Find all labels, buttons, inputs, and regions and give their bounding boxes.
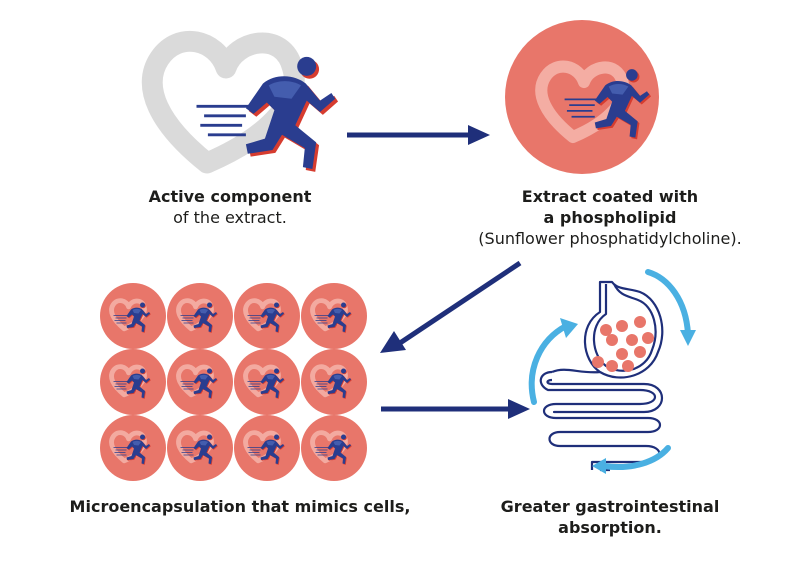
capsule-particle	[626, 334, 638, 346]
caption-active-component: Active component of the extract.	[110, 186, 350, 228]
caption-coated-bold-2: a phospholipid	[543, 208, 677, 227]
capsule-particle	[606, 360, 618, 372]
capsule-particle	[634, 316, 646, 328]
caption-coated-bold-1: Extract coated with	[521, 187, 699, 206]
digestive-tract-icon	[539, 280, 664, 472]
capsule-icon	[100, 349, 166, 415]
stomach-capsules	[592, 316, 654, 372]
caption-greater-bold-2: absorption.	[558, 518, 662, 537]
coated-extract-icon	[505, 20, 659, 174]
caption-micro-bold: Microencapsulation that mimics cells,	[69, 497, 411, 516]
microcapsule-grid	[100, 283, 367, 481]
caption-active-bold: Active component	[148, 187, 312, 206]
capsule-icon	[234, 415, 300, 481]
capsule-icon	[234, 283, 300, 349]
arrow-icon	[347, 125, 490, 145]
capsule-icon	[167, 283, 233, 349]
capsule-icon	[505, 20, 659, 174]
capsule-icon	[167, 415, 233, 481]
capsule-icon	[301, 283, 367, 349]
capsule-particle	[622, 360, 634, 372]
absorption-flow-arrows	[528, 269, 691, 470]
caption-active-normal: of the extract.	[173, 208, 287, 227]
capsule-icon	[100, 283, 166, 349]
capsule-icon	[100, 415, 166, 481]
caption-coated-normal: (Sunflower phosphatidylcholine).	[478, 229, 742, 248]
capsule-particle	[600, 324, 612, 336]
capsule-icon	[167, 349, 233, 415]
capsule-icon	[301, 349, 367, 415]
capsule-particle	[616, 320, 628, 332]
active-component-icon	[152, 41, 340, 172]
caption-microencapsulation: Microencapsulation that mimics cells,	[40, 496, 440, 517]
capsule-particle	[606, 334, 618, 346]
caption-coated-extract: Extract coated with a phospholipid (Sunf…	[440, 186, 780, 249]
caption-greater-absorption: Greater gastrointestinal absorption.	[470, 496, 750, 538]
arrow-icon	[380, 260, 522, 353]
flow-arrowheads	[560, 318, 696, 474]
capsule-particle	[634, 346, 646, 358]
capsule-icon	[301, 415, 367, 481]
capsule-particle	[642, 332, 654, 344]
capsule-icon	[234, 349, 300, 415]
caption-greater-bold-1: Greater gastrointestinal	[500, 497, 720, 516]
capsule-particle	[616, 348, 628, 360]
arrow-icon	[381, 399, 530, 419]
capsule-particle	[592, 356, 604, 368]
